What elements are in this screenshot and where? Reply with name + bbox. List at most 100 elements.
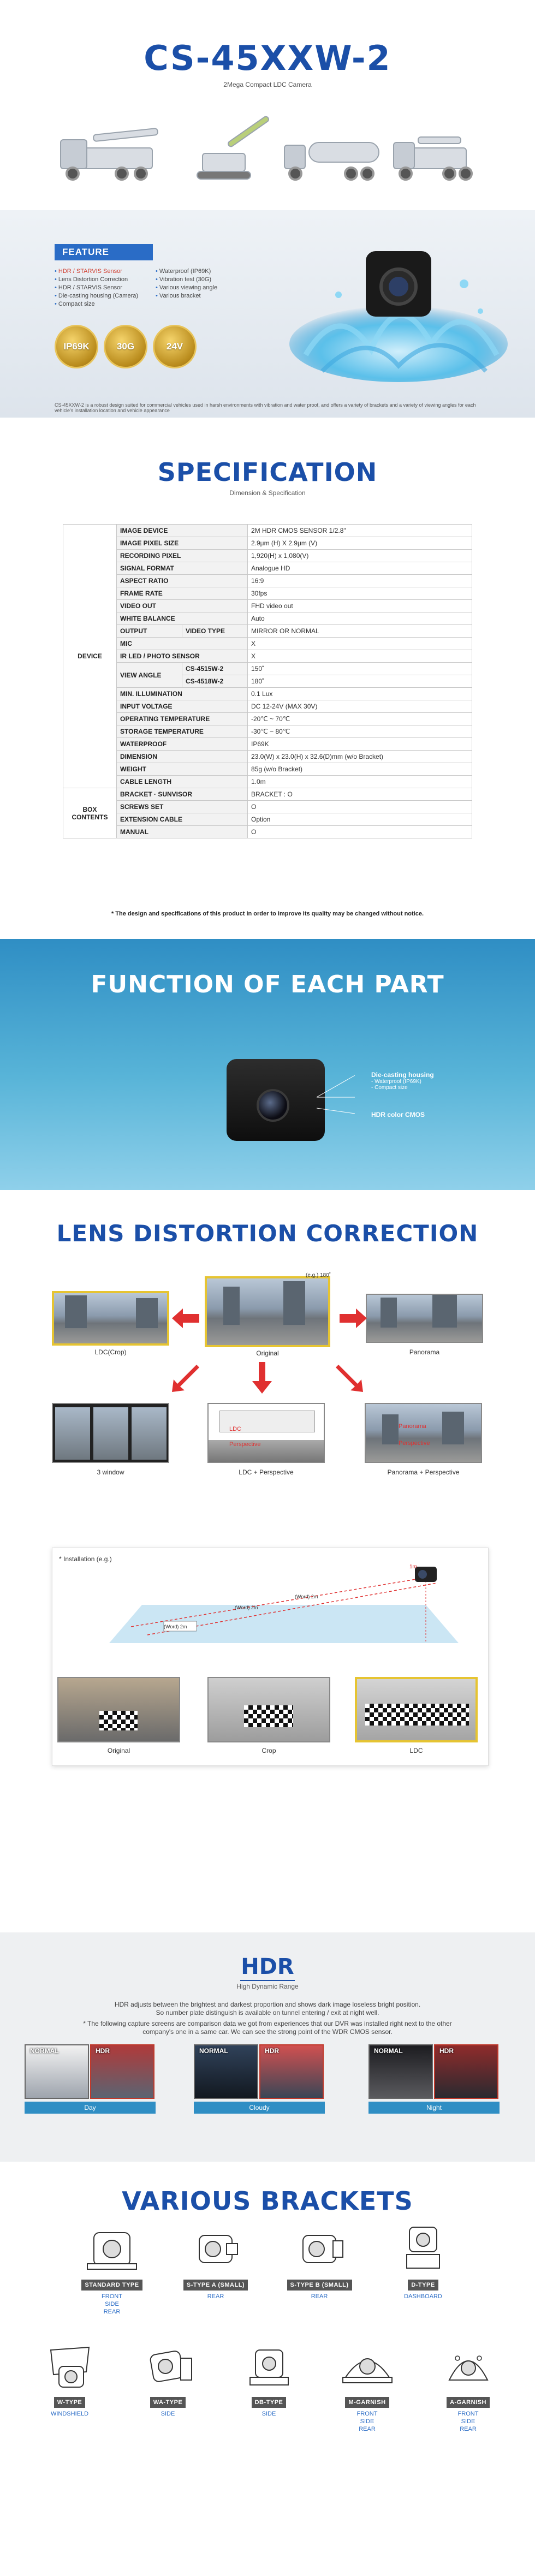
bracket-w-type: W-TYPE WINDSHIELD bbox=[25, 2342, 115, 2418]
overlay-ldc-label: LDC bbox=[229, 1426, 242, 1432]
hdr-underline bbox=[240, 1980, 295, 1981]
installation-distance-b: (Word) 2m bbox=[235, 1605, 258, 1610]
camera-lens bbox=[257, 1089, 289, 1122]
table-row: DEVICE IMAGE DEVICE 2M HDR CMOS SENSOR 1… bbox=[63, 524, 472, 788]
condition-cloudy: Cloudy bbox=[194, 2102, 325, 2114]
install-original-image bbox=[57, 1677, 180, 1742]
ip69k-badge: IP69K bbox=[55, 325, 98, 368]
d-type-bracket-icon bbox=[406, 2227, 440, 2269]
function-title: FUNCTION OF EACH PART bbox=[91, 971, 444, 998]
feature-item: HDR / STARVIS Sensor bbox=[55, 267, 153, 276]
crane-truck-illustration bbox=[60, 123, 169, 188]
hdr-day-normal-image: NORMAL bbox=[25, 2044, 89, 2099]
hdr-description-4: company's one in a same car. We can see … bbox=[142, 2028, 393, 2036]
hdr-night-normal-image: NORMAL bbox=[368, 2044, 433, 2099]
30g-badge: 30G bbox=[104, 325, 147, 368]
callout-housing: Die-casting housing - Waterproof (IP69K)… bbox=[371, 1071, 434, 1091]
condition-day: Day bbox=[25, 2102, 156, 2114]
installation-diagram bbox=[109, 1567, 459, 1643]
arrow-down-icon bbox=[252, 1362, 272, 1394]
bracket-wa-type: WA-TYPE SIDE bbox=[123, 2342, 213, 2418]
install-ldc-image bbox=[355, 1677, 478, 1742]
24v-badge: 24V bbox=[153, 325, 197, 368]
m-garnish-bracket-icon bbox=[342, 2358, 393, 2383]
arrow-right-icon bbox=[340, 1308, 367, 1328]
feature-heading: FEATURE bbox=[55, 244, 153, 260]
specification-note: * The design and specifications of this … bbox=[111, 911, 424, 917]
hdr-day-hdr-image: HDR bbox=[90, 2044, 154, 2099]
tanker-truck-illustration bbox=[284, 123, 382, 188]
overlay-panorama-label: Panorama bbox=[399, 1423, 426, 1430]
brackets-title: VARIOUS BRACKETS bbox=[122, 2186, 413, 2216]
installation-distance-a: (Word) 2m bbox=[295, 1594, 318, 1599]
caption-ldc-crop: LDC(Crop) bbox=[94, 1348, 127, 1356]
install-caption-original: Original bbox=[107, 1747, 130, 1754]
condition-night: Night bbox=[368, 2102, 500, 2114]
hdr-description-1: HDR adjusts between the brightest and da… bbox=[114, 2001, 421, 2008]
hdr-cloudy-normal-image: NORMAL bbox=[194, 2044, 258, 2099]
installation-distance-c: (Word) 2m bbox=[164, 1624, 187, 1629]
panorama-perspective-image bbox=[365, 1403, 482, 1463]
feature-item: Lens Distortion Correction bbox=[55, 276, 153, 284]
install-caption-crop: Crop bbox=[261, 1747, 276, 1754]
caption-panorama-perspective: Panorama + Perspective bbox=[387, 1468, 460, 1476]
camera-product-image bbox=[227, 1059, 325, 1141]
installation-label: * Installation (e.g.) bbox=[59, 1555, 112, 1563]
feature-list-left: HDR / STARVIS Sensor Lens Distortion Cor… bbox=[55, 267, 153, 308]
original-image bbox=[205, 1276, 330, 1347]
feature-item: HDR / STARVIS Sensor bbox=[55, 284, 153, 292]
arrow-down-left-icon bbox=[172, 1365, 199, 1392]
s-type-a-bracket-icon bbox=[199, 2235, 238, 2263]
bracket-s-type-a: S-TYPE A (SMALL) REAR bbox=[169, 2224, 262, 2300]
install-crop-image bbox=[207, 1677, 330, 1742]
table-row: OPERATING TEMPERATURE-20℃ ~ 70℃ bbox=[63, 712, 472, 725]
feature-item: Various bracket bbox=[156, 292, 248, 300]
ldc-perspective-image bbox=[207, 1403, 325, 1463]
table-row: STORAGE TEMPERATURE-30℃ ~ 80℃ bbox=[63, 725, 472, 738]
bracket-db-type: DB-TYPE SIDE bbox=[224, 2342, 314, 2418]
caption-panorama: Panorama bbox=[409, 1348, 440, 1356]
arrow-down-right-icon bbox=[336, 1365, 363, 1392]
wa-type-bracket-icon bbox=[150, 2351, 192, 2382]
callout-sensor: HDR color CMOS bbox=[371, 1111, 425, 1119]
panorama-image bbox=[366, 1294, 483, 1343]
feature-item: Vibration test (30G) bbox=[156, 276, 248, 284]
feature-item: Die-casting housing (Camera) bbox=[55, 292, 153, 300]
bracket-s-type-b: S-TYPE B (SMALL) REAR bbox=[273, 2224, 366, 2300]
hdr-night-hdr-image: HDR bbox=[434, 2044, 498, 2099]
product-model-title: CS-45XXW-2 bbox=[144, 38, 391, 78]
table-row: BOX CONTENTS BRACKET · SUNVISOR BRACKET … bbox=[63, 788, 472, 838]
caption-three-window: 3 window bbox=[97, 1468, 124, 1476]
arrow-left-icon bbox=[172, 1308, 199, 1328]
callout-lines bbox=[317, 1075, 355, 1114]
db-type-bracket-icon bbox=[249, 2349, 289, 2385]
ldc-crop-image bbox=[52, 1291, 169, 1346]
feature-item: Waterproof (IP69K) bbox=[156, 267, 248, 276]
w-type-bracket-icon bbox=[50, 2346, 90, 2388]
excavator-illustration bbox=[191, 115, 271, 188]
caption-original: Original bbox=[256, 1349, 279, 1357]
boom-truck-illustration bbox=[390, 123, 478, 188]
hdr-description-3: * The following capture screens are comp… bbox=[83, 2020, 452, 2027]
specification-title: SPECIFICATION bbox=[157, 457, 378, 487]
hdr-title: HDR bbox=[241, 1954, 294, 1979]
overlay-perspective-label: Perspective bbox=[229, 1441, 261, 1448]
